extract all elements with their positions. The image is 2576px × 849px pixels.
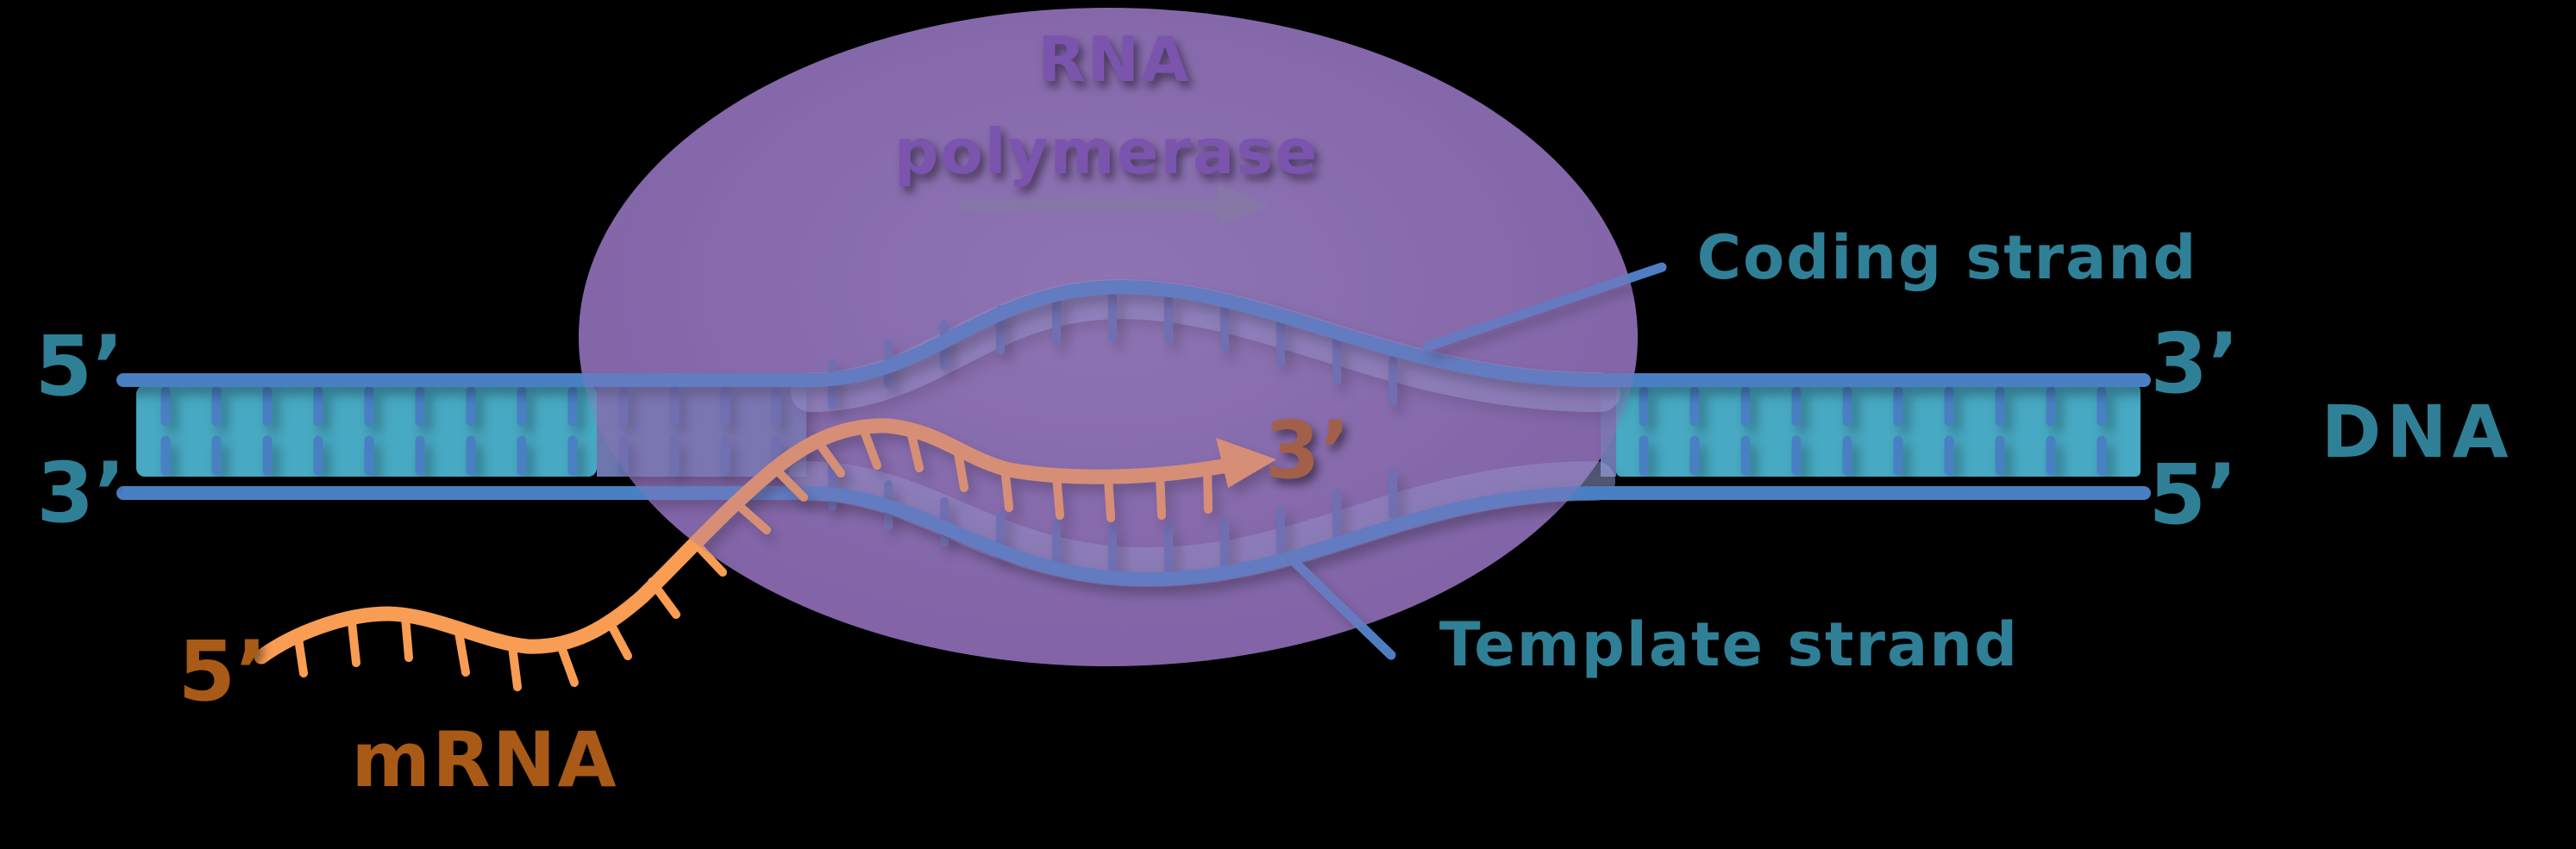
rna-polymerase-tint [579, 8, 1638, 666]
coding-strand-ribbon [791, 278, 1620, 412]
mrna-base-tick [508, 642, 522, 691]
coding-strand-backbone [116, 279, 2151, 387]
dna-label: DNA [2321, 390, 2514, 474]
template-strand-backbone [116, 486, 2151, 587]
dna-band-teal-left [136, 385, 597, 477]
dna-rung-layer [160, 386, 2107, 476]
mrna-3-prime-label: 3’ [1264, 404, 1351, 496]
polymerase-direction-arrow-icon [960, 184, 1270, 226]
rna-polymerase-label-line1: RNA [1037, 23, 1191, 96]
mrna-base-tick [772, 465, 808, 502]
mrna-base-tick [454, 628, 470, 677]
template-strand-pointer-line [1289, 557, 1396, 660]
mrna-growth-arrow-icon [1216, 438, 1276, 488]
transcription-bubble [787, 278, 1620, 588]
dna-left-3-prime-label: 3’ [36, 445, 126, 541]
mrna-base-tick [1156, 471, 1166, 520]
dna-right-5-prime-label: 5’ [2148, 446, 2238, 543]
direction-arrow-head [1218, 184, 1270, 226]
mrna-strand-group [254, 418, 1276, 691]
mrna-base-tick [348, 618, 360, 667]
mrna-base-tick [1104, 474, 1115, 522]
template-strand-label: Template strand [1438, 609, 2020, 680]
mrna-base-tick [1203, 465, 1213, 514]
dna-backbones [116, 279, 2151, 587]
dna-right-3-prime-label: 3’ [2150, 315, 2240, 412]
mrna-5-prime-label: 5’ [178, 623, 267, 720]
mrna-base-tick [401, 613, 413, 662]
mrna-base-tick [733, 500, 771, 534]
rna-polymerase-label-line2: polymerase [893, 115, 1319, 188]
dna-left-5-prime-label: 5’ [34, 318, 124, 415]
mrna-strand-path [254, 418, 1236, 665]
coding-strand-pointer-line [1422, 262, 1667, 352]
template-strand-ribbon [787, 461, 1615, 588]
mrna-base-tick [556, 640, 579, 687]
mrna-label: mRNA [351, 715, 618, 804]
pointer-lines [1289, 262, 1667, 660]
coding-strand-label: Coding strand [1696, 222, 2198, 293]
